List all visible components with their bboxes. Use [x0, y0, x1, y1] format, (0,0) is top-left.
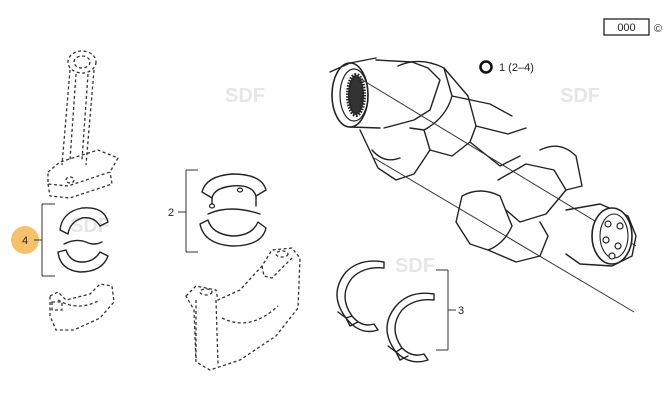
legend: 1 (2–4): [479, 60, 534, 74]
callout-2: 2: [168, 169, 198, 253]
ring-icon: [479, 60, 493, 74]
callout-3-label: 3: [458, 305, 464, 317]
watermark: SDF: [395, 255, 435, 277]
connecting-rod: [47, 50, 119, 199]
copyright-symbol: ©: [654, 23, 662, 35]
callout-2-label: 2: [168, 207, 174, 219]
callout-3: 3: [436, 269, 464, 351]
watermark-group: SDF SDF SDF SDF: [70, 85, 600, 277]
watermark: SDF: [225, 85, 265, 107]
callout-4-highlight: [11, 226, 39, 254]
legend-text: 1 (2–4): [499, 62, 534, 74]
main-bearing-shells: [199, 173, 267, 247]
callout-4: 4: [11, 203, 55, 277]
watermark: SDF: [560, 85, 600, 107]
thrust-washers: [336, 260, 435, 363]
crankshaft: [329, 57, 637, 313]
reference-box-label: 000: [617, 22, 635, 34]
callout-4-label: 4: [22, 235, 28, 247]
rod-bearing-shells: [57, 207, 109, 273]
watermark: SDF: [70, 215, 110, 237]
main-bearing-cap: [185, 247, 301, 371]
rod-bearing-cap: [49, 283, 115, 331]
reference-box: 000 ©: [603, 18, 662, 36]
